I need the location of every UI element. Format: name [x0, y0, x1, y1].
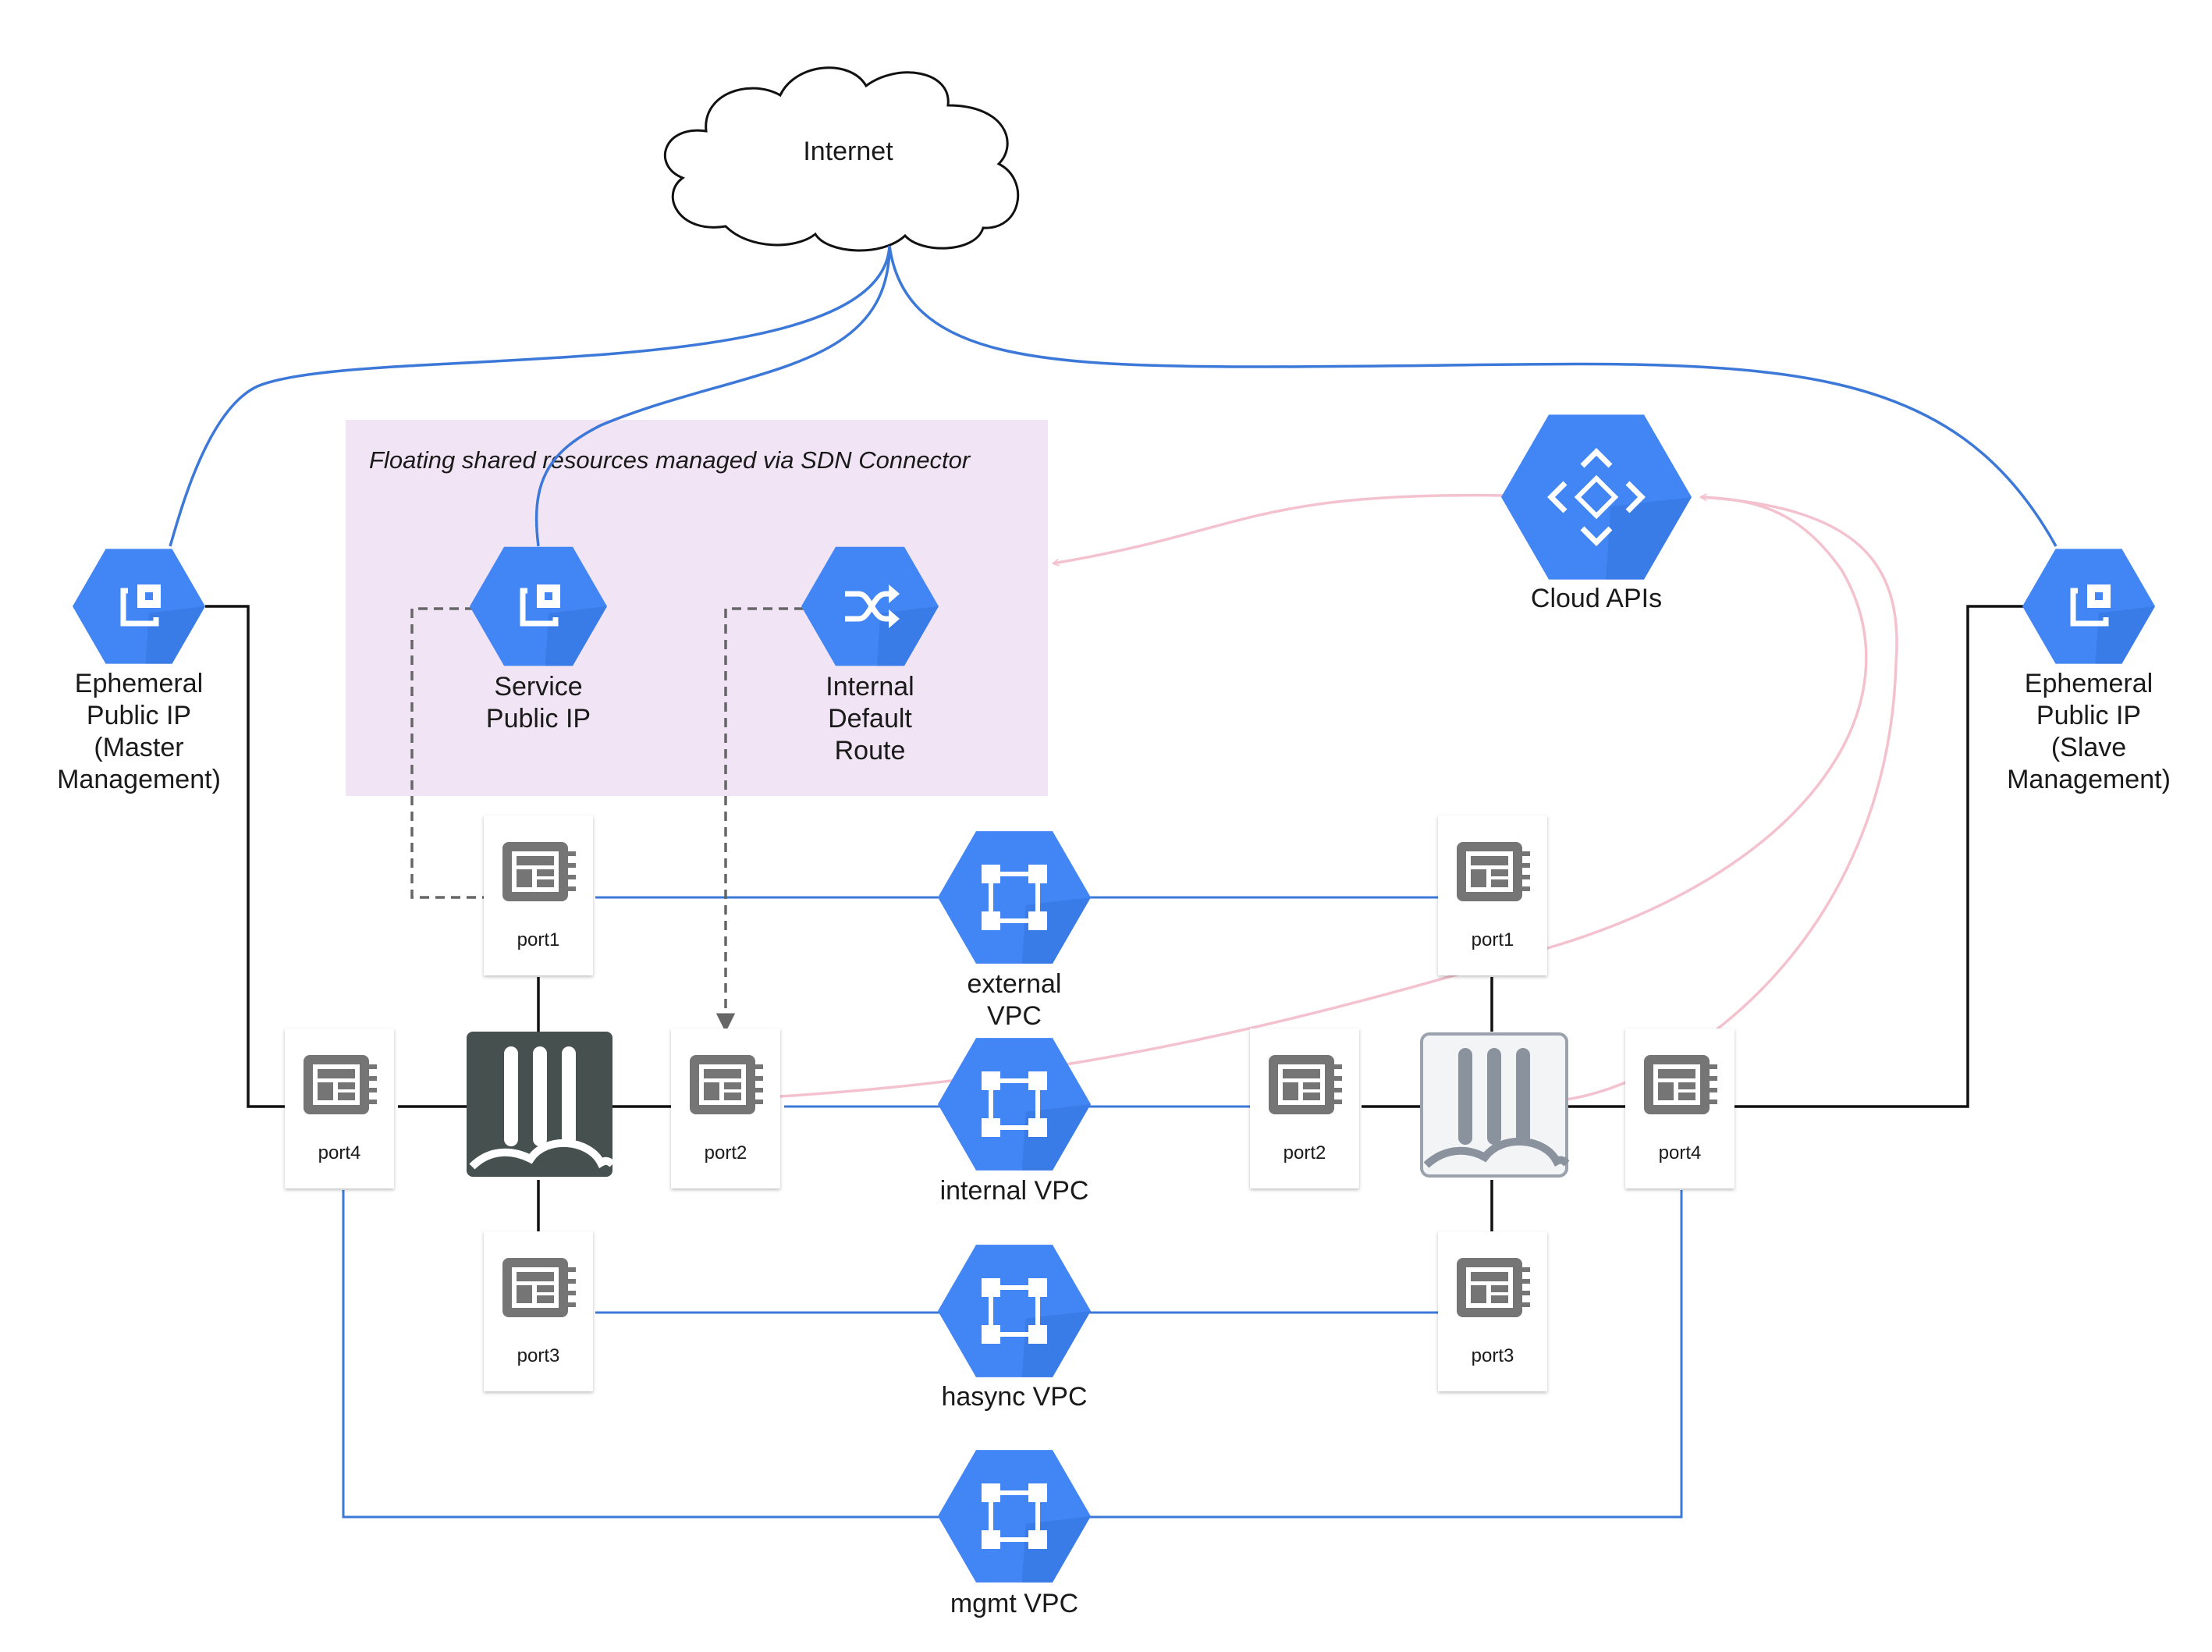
mgmt-vpc-caption: mgmt VPC [950, 1589, 1078, 1618]
internal-default-route [801, 546, 939, 666]
vpc-network-icon [982, 1071, 1047, 1137]
external-ip-icon [2070, 584, 2111, 627]
network-card-icon [1269, 1055, 1342, 1114]
floating-panel-title: Floating shared resources managed via SD… [369, 446, 971, 474]
network-interfaces: port1 port2 port3 port4 port1 port2 port3 port4 [285, 815, 1734, 1391]
internet-label: Internet [803, 137, 893, 166]
service-ip-to-port1 [410, 607, 484, 899]
mgmt-vpc [938, 1450, 1091, 1583]
port-label: port2 [1284, 1142, 1326, 1164]
fortigate-master [467, 1032, 616, 1177]
network-card-icon [304, 1055, 377, 1114]
hasync-vpc-caption-line: hasync VPC [941, 1382, 1087, 1412]
network-card-icon [502, 842, 576, 901]
ip-slave-caption-line: Public IP [2036, 701, 2141, 730]
network-card-icon [690, 1055, 763, 1114]
nic-s-port4: port4 [1625, 1029, 1734, 1188]
network-card-icon [1644, 1055, 1717, 1114]
ip-slave-caption-line: (Slave [2051, 733, 2126, 762]
nic-m-port2: port2 [671, 1029, 780, 1188]
nic-m-port3: port3 [484, 1231, 593, 1391]
master-api-call [779, 497, 1868, 1098]
floating-assignments [410, 607, 804, 1032]
nic-s-port2: port2 [1250, 1029, 1359, 1188]
network-card-icon [1457, 842, 1530, 901]
nic-m-port1: port1 [484, 815, 593, 975]
internal-vpc [938, 1038, 1091, 1171]
default-route-caption-line: Default [828, 704, 912, 734]
internet-cloud: Internet [663, 66, 1020, 252]
service-ip-caption-line: Service [494, 672, 582, 702]
external-vpc-caption-line: VPC [987, 1001, 1042, 1031]
service-ip-caption-line: Public IP [486, 704, 591, 734]
link-internet-master-ip [169, 245, 891, 547]
ip-master-caption-line: Public IP [87, 701, 191, 730]
vpc-network-icon [982, 865, 1047, 930]
hasync-vpc [938, 1245, 1091, 1377]
default-route-caption-line: Internal [826, 672, 914, 702]
port-label: port3 [1472, 1345, 1514, 1366]
internal-vpc-caption: internal VPC [940, 1176, 1089, 1206]
vpc-network-icon [982, 1278, 1047, 1344]
fortigate-slave [1420, 1032, 1570, 1178]
link-internet-service-ip [534, 245, 891, 547]
default-route-caption-line: Route [835, 736, 906, 766]
ip-master-caption-line: (Master [94, 733, 183, 762]
api-to-floating [1053, 493, 1511, 563]
ip-master-caption-line: Management) [57, 765, 221, 794]
port-label: port1 [517, 929, 560, 950]
external-ip-icon [120, 584, 161, 627]
port-label: port2 [705, 1142, 747, 1164]
ip-slave-caption-line: Ephemeral [2025, 669, 2153, 698]
nic-s-port3: port3 [1438, 1231, 1547, 1391]
vpc-network-icon [982, 1483, 1047, 1549]
network-card-icon [1457, 1258, 1530, 1317]
gcp-resources [73, 414, 2155, 1583]
link-master-ip-port4 [205, 605, 285, 1108]
cloud-endpoints-icon [1547, 448, 1646, 546]
internet-links [169, 245, 2058, 547]
external-vpc [938, 831, 1091, 964]
hasync-vpc-caption: hasync VPC [941, 1382, 1087, 1412]
management-links [205, 605, 2025, 1235]
ephemeral-ip-master [73, 549, 205, 664]
link-slave-ip-port4 [1734, 605, 2025, 1108]
cloud-apis-caption: Cloud APIs [1531, 584, 1662, 613]
nic-m-port4: port4 [285, 1029, 394, 1188]
port-label: port4 [1659, 1142, 1702, 1164]
link-internet-slave-ip [888, 245, 2058, 547]
route-shuffle-icon [845, 584, 900, 628]
ip-master-caption-line: Ephemeral [75, 669, 203, 698]
service-public-ip [470, 546, 607, 666]
mgmt-vpc-caption-line: mgmt VPC [950, 1589, 1078, 1618]
nic-s-port1: port1 [1438, 815, 1547, 975]
ephemeral-ip-slave [2022, 549, 2155, 664]
port-label: port4 [318, 1142, 361, 1164]
external-ip-icon [520, 584, 560, 627]
cloud-apis [1501, 414, 1692, 580]
network-card-icon [502, 1258, 576, 1317]
internal-vpc-caption-line: internal VPC [940, 1176, 1089, 1206]
port-label: port3 [517, 1345, 560, 1366]
route-to-port2 [715, 607, 804, 1032]
port-label: port1 [1472, 929, 1514, 950]
external-vpc-caption-line: external [968, 969, 1062, 999]
ip-slave-caption-line: Management) [2007, 765, 2171, 794]
